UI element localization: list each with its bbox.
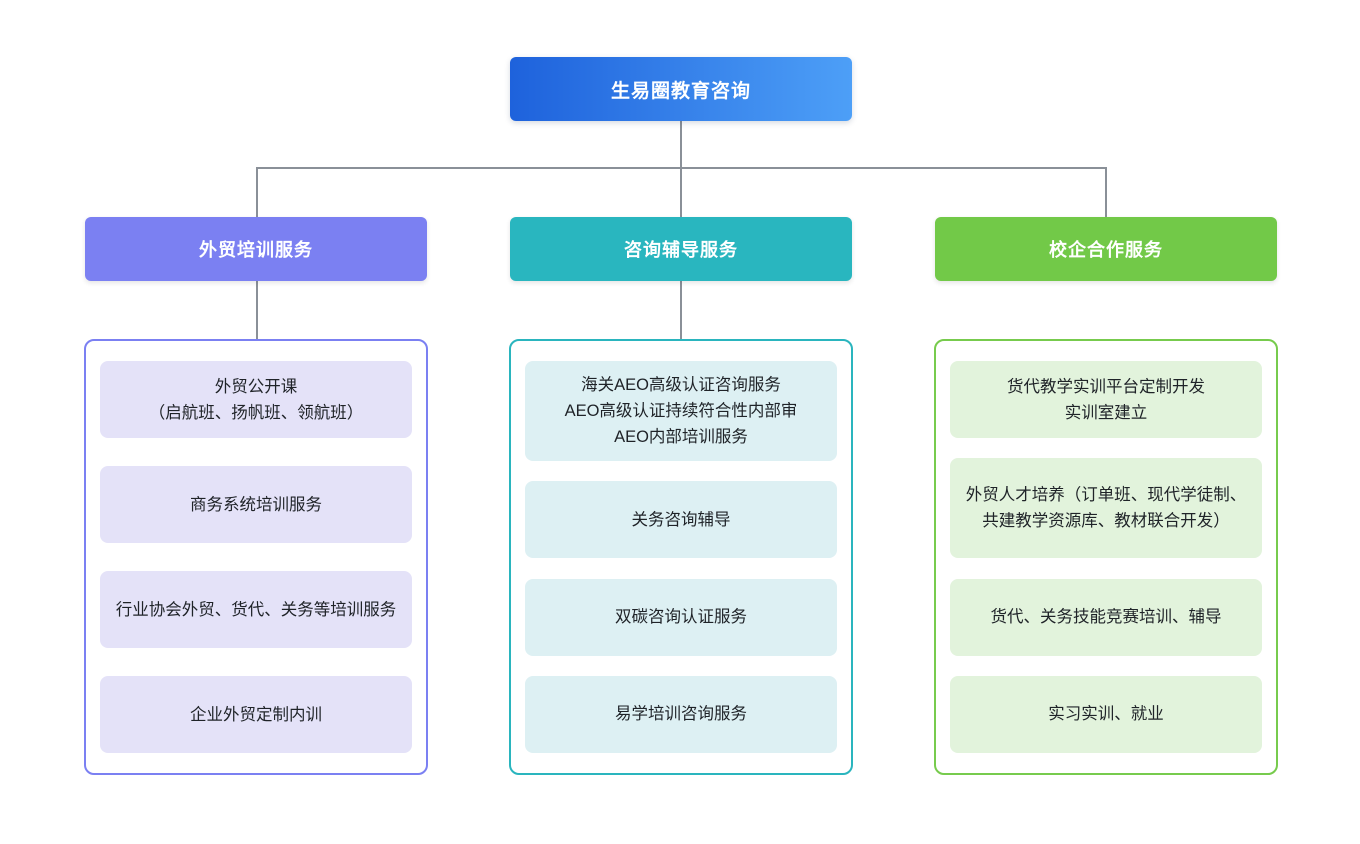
branch-header-foreign-trade-training: 外贸培训服务: [85, 217, 427, 281]
item-card: 关务咨询辅导: [525, 481, 837, 559]
item-text: 实习实训、就业: [1048, 705, 1164, 724]
item-card: 行业协会外贸、货代、关务等培训服务: [100, 571, 412, 648]
item-card: 外贸人才培养（订单班、现代学徒制、共建教学资源库、教材联合开发）: [950, 458, 1262, 559]
item-text: 企业外贸定制内训: [190, 705, 322, 724]
item-text: 行业协会外贸、货代、关务等培训服务: [115, 600, 397, 619]
item-card: 企业外贸定制内训: [100, 676, 412, 753]
branch-header-consulting-coaching: 咨询辅导服务: [510, 217, 852, 281]
item-text: 货代、关务技能竞赛培训、辅导: [990, 608, 1222, 627]
item-card: 实习实训、就业: [950, 675, 1262, 753]
item-text: 货代教学实训平台定制开发 实训室建立: [1007, 377, 1205, 422]
item-card: 货代教学实训平台定制开发 实训室建立: [950, 361, 1262, 438]
item-card: 海关AEO高级认证咨询服务 AEO高级认证持续符合性内部审 AEO内部培训服务: [525, 361, 837, 461]
item-card: 易学培训咨询服务: [525, 675, 837, 753]
connector-branch3-down: [1105, 167, 1107, 217]
branch-container-school-enterprise: 货代教学实训平台定制开发 实训室建立 外贸人才培养（订单班、现代学徒制、共建教学…: [934, 339, 1278, 775]
item-text: 外贸公开课 （启航班、扬帆班、领航班）: [148, 377, 364, 422]
item-text: 关务咨询辅导: [631, 510, 731, 529]
branch-header-label: 外贸培训服务: [199, 240, 313, 260]
connector-branch2-down: [680, 167, 682, 217]
connector-header1-container: [256, 281, 258, 339]
item-card: 货代、关务技能竞赛培训、辅导: [950, 578, 1262, 656]
item-text: 海关AEO高级认证咨询服务 AEO高级认证持续符合性内部审 AEO内部培训服务: [564, 376, 798, 446]
branch-header-label: 校企合作服务: [1049, 240, 1163, 260]
item-card: 外贸公开课 （启航班、扬帆班、领航班）: [100, 361, 412, 438]
root-node: 生易圈教育咨询: [510, 57, 852, 121]
item-text: 外贸人才培养（订单班、现代学徒制、共建教学资源库、教材联合开发）: [965, 486, 1247, 531]
branch-container-consulting-coaching: 海关AEO高级认证咨询服务 AEO高级认证持续符合性内部审 AEO内部培训服务 …: [509, 339, 853, 775]
item-text: 易学培训咨询服务: [615, 705, 747, 724]
connector-horizontal: [256, 167, 1107, 169]
branch-header-school-enterprise: 校企合作服务: [935, 217, 1277, 281]
connector-root-down: [680, 121, 682, 168]
connector-branch1-down: [256, 167, 258, 217]
item-text: 商务系统培训服务: [190, 495, 322, 514]
item-card: 商务系统培训服务: [100, 466, 412, 543]
branch-header-label: 咨询辅导服务: [624, 240, 738, 260]
connector-header2-container: [680, 281, 682, 339]
item-card: 双碳咨询认证服务: [525, 578, 837, 656]
item-text: 双碳咨询认证服务: [615, 608, 747, 627]
branch-container-foreign-trade-training: 外贸公开课 （启航班、扬帆班、领航班） 商务系统培训服务 行业协会外贸、货代、关…: [84, 339, 428, 775]
root-node-label: 生易圈教育咨询: [610, 80, 751, 102]
